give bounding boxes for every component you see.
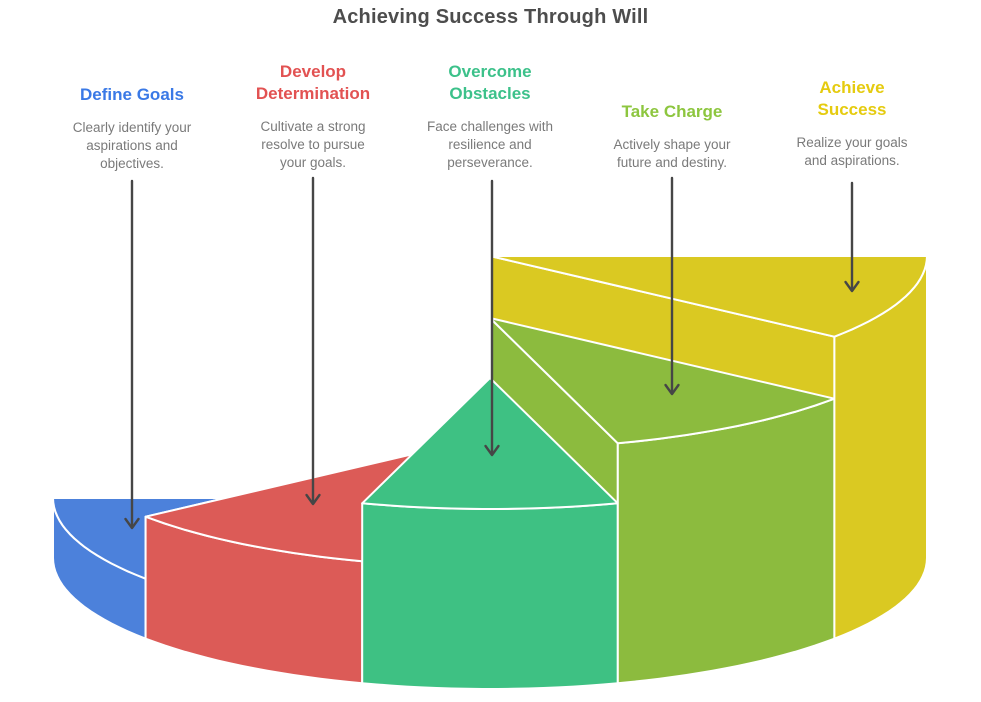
segment-description-define-goals: Clearly identify your aspirations and ob… — [72, 119, 192, 172]
arrow-head-icon — [664, 383, 680, 396]
pie-segment-take-charge-outer-face — [616, 397, 836, 685]
segment-title-overcome-obstacles: Overcome Obstacles — [448, 62, 532, 103]
arrow-head-icon — [305, 493, 321, 506]
pointer-arrow-achieve-success — [844, 181, 860, 293]
arrow-head-icon — [484, 444, 500, 457]
segment-description-achieve-success: Realize your goals and aspirations. — [796, 134, 908, 168]
segment-title-achieve-success: Achieve Success — [817, 78, 887, 119]
pointer-arrow-develop-determination — [305, 176, 321, 506]
arrow-head-icon — [844, 280, 860, 293]
pie-segment-achieve-success-top-face — [489, 255, 928, 338]
segment-title-take-charge: Take Charge — [621, 102, 723, 121]
segment-description-overcome-obstacles: Face challenges with resilience and pers… — [426, 118, 554, 171]
pie-segment-overcome-obstacles-top-face — [361, 377, 619, 510]
pie-segment-take-charge-top-face — [489, 317, 836, 445]
segment-group-develop-determination: Develop Determination Cultivate a strong… — [233, 61, 393, 173]
segment-group-define-goals: Define Goals Clearly identify your aspir… — [42, 84, 222, 174]
segment-group-achieve-success: Achieve Success Realize your goals and a… — [772, 77, 932, 170]
segment-group-take-charge: Take Charge Actively shape your future a… — [592, 101, 752, 172]
pointer-arrow-take-charge — [664, 176, 680, 396]
segment-title-develop-determination: Develop Determination — [255, 62, 371, 103]
pointer-arrow-overcome-obstacles — [484, 179, 500, 457]
segment-description-take-charge: Actively shape your future and destiny. — [613, 136, 731, 171]
segment-group-overcome-obstacles: Overcome Obstacles Face challenges with … — [410, 61, 570, 173]
segment-description-develop-determination: Cultivate a strong resolve to pursue you… — [260, 118, 366, 171]
segment-title-define-goals: Define Goals — [80, 85, 184, 104]
pie-segment-overcome-obstacles-outer-face — [361, 502, 619, 690]
arrow-head-icon — [124, 517, 140, 530]
pointer-arrow-define-goals — [124, 179, 140, 530]
page-title: Achieving Success Through Will — [332, 6, 649, 28]
